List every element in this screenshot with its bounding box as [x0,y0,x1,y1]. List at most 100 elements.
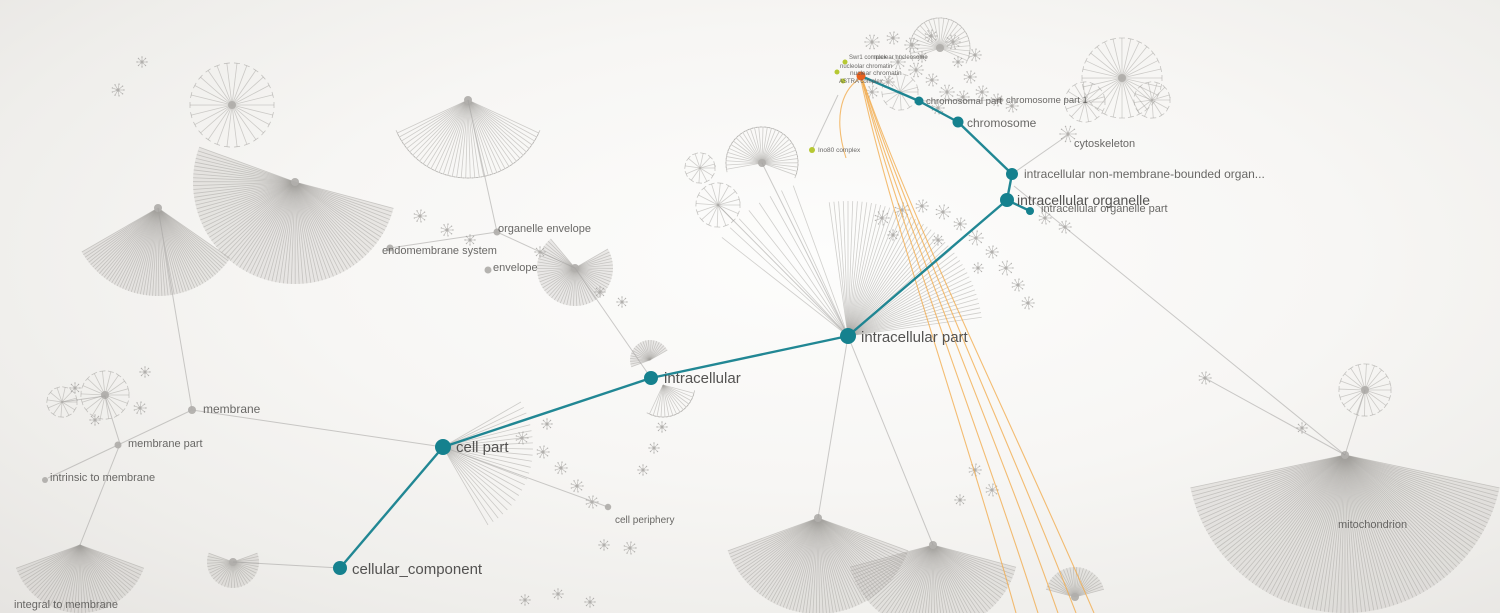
burst-center-node[interactable] [896,60,900,64]
path-node[interactable] [1026,207,1034,215]
path-node[interactable] [1000,193,1014,207]
burst-center-node[interactable] [1063,225,1067,229]
fan-apex-node[interactable] [101,391,109,399]
burst-center-node[interactable] [941,210,945,214]
burst-tip [987,91,989,93]
burst-center-node[interactable] [588,600,592,604]
burst-center-node[interactable] [920,55,924,59]
fan-apex-node[interactable] [1118,74,1126,82]
burst-center-node[interactable] [418,214,422,218]
selected-term-node[interactable] [856,71,866,81]
burst-center-node[interactable] [541,450,545,454]
burst-center-node[interactable] [520,436,524,440]
fan-apex-node[interactable] [936,44,944,52]
burst-center-node[interactable] [523,598,527,602]
burst-center-node[interactable] [138,406,142,410]
burst-center-node[interactable] [1016,283,1020,287]
path-node[interactable] [1006,168,1018,180]
fan-spoke [467,99,533,146]
burst-center-node[interactable] [973,53,977,57]
fan-apex-node[interactable] [228,101,236,109]
burst-center-node[interactable] [143,370,147,374]
burst-center-node[interactable] [660,425,664,429]
burst-center-node[interactable] [920,204,924,208]
burst-center-node[interactable] [968,75,972,79]
burst-center-node[interactable] [974,236,978,240]
burst-center-node[interactable] [93,418,97,422]
burst-center-node[interactable] [1010,104,1014,108]
burst-center-node[interactable] [556,592,560,596]
gray-node[interactable] [386,244,394,252]
path-node[interactable] [435,439,451,455]
burst-center-node[interactable] [468,238,472,242]
burst-center-node[interactable] [910,43,914,47]
burst-center-node[interactable] [951,40,955,44]
burst-center-node[interactable] [538,250,542,254]
burst-center-node[interactable] [1066,132,1070,136]
burst-center-node[interactable] [945,90,949,94]
burst-center-node[interactable] [602,543,606,547]
burst-center-node[interactable] [980,90,984,94]
burst-center-node[interactable] [598,290,602,294]
burst-center-node[interactable] [620,300,624,304]
fan-spoke [574,267,584,306]
fan-apex-node[interactable] [291,178,299,186]
burst-center-node[interactable] [990,250,994,254]
burst-center-node[interactable] [976,266,980,270]
burst-center-node[interactable] [116,88,120,92]
burst-center-node[interactable] [575,484,579,488]
fan-apex-node[interactable] [1071,593,1079,601]
burst-center-node[interactable] [880,216,884,220]
gray-node[interactable] [997,97,1003,103]
gray-node[interactable] [42,477,48,483]
burst-center-node[interactable] [891,233,895,237]
burst-center-node[interactable] [900,208,904,212]
burst-center-node[interactable] [628,546,632,550]
burst-center-node[interactable] [886,80,890,84]
gray-node[interactable] [114,441,122,449]
burst-center-node[interactable] [445,228,449,232]
burst-center-node[interactable] [929,34,933,38]
burst-center-node[interactable] [590,500,594,504]
highlighted-term-node[interactable] [834,69,840,75]
burst-center-node[interactable] [930,78,934,82]
burst-center-node[interactable] [73,386,77,390]
highlighted-term-node[interactable] [809,147,815,153]
burst-center-node[interactable] [990,488,994,492]
burst-center-node[interactable] [1203,376,1207,380]
path-node[interactable] [644,371,658,385]
burst-center-node[interactable] [961,95,965,99]
burst-center-node[interactable] [559,466,563,470]
burst-center-node[interactable] [1300,426,1304,430]
burst-center-node[interactable] [545,422,549,426]
burst-center-node[interactable] [936,106,940,110]
burst-center-node[interactable] [870,90,874,94]
path-node[interactable] [952,116,964,128]
burst-center-node[interactable] [936,238,940,242]
gray-node[interactable] [188,406,196,414]
burst-center-node[interactable] [1026,301,1030,305]
burst-center-node[interactable] [140,60,144,64]
burst-center-node[interactable] [1043,216,1047,220]
gray-node[interactable] [484,266,492,274]
path-node[interactable] [840,328,856,344]
burst-center-node[interactable] [641,468,645,472]
highlighted-term-node[interactable] [840,78,846,84]
path-node[interactable] [914,96,924,106]
path-node[interactable] [333,561,347,575]
burst-center-node[interactable] [870,40,874,44]
burst-center-node[interactable] [914,68,918,72]
burst-center-node[interactable] [956,60,960,64]
burst-center-node[interactable] [1004,266,1008,270]
fan-spoke-cap [910,77,916,82]
highlighted-term-node[interactable] [842,59,848,65]
burst-center-node[interactable] [652,446,656,450]
burst-center-node[interactable] [958,222,962,226]
gray-node[interactable] [604,503,612,511]
burst-center-node[interactable] [891,36,895,40]
burst-center-node[interactable] [958,498,962,502]
gray-node[interactable] [493,228,501,236]
fan-spoke-cap [205,137,211,142]
